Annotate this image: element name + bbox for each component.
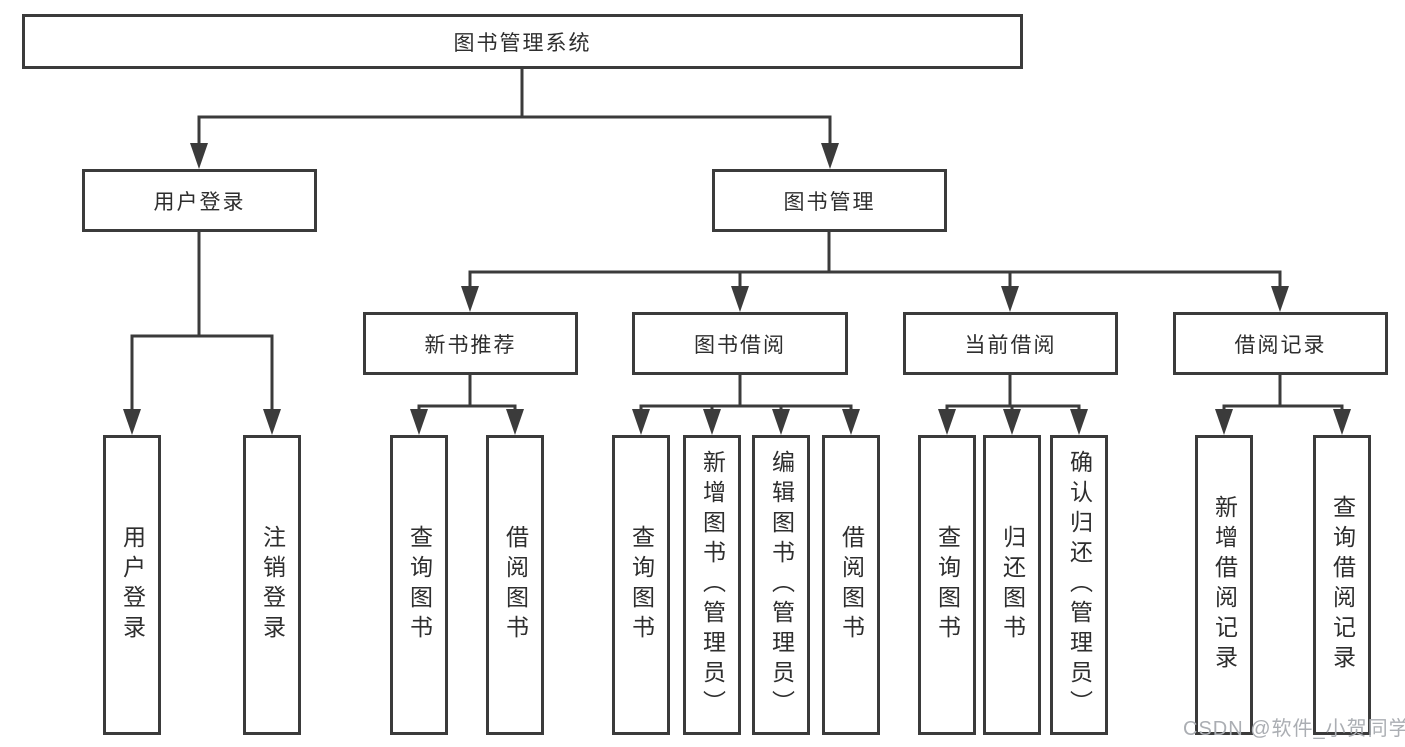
node-label: 查询借阅记录: [1329, 495, 1356, 675]
leaf-add-book-admin: 新增图书（管理员）: [683, 435, 741, 735]
leaf-user-login: 用户登录: [103, 435, 161, 735]
node-label: 编辑图书（管理员）: [768, 450, 795, 720]
node-label: 新增借阅记录: [1211, 495, 1238, 675]
node-borrowing-records: 借阅记录: [1173, 312, 1388, 375]
leaf-add-borrow-record: 新增借阅记录: [1195, 435, 1253, 735]
node-book-management: 图书管理: [712, 169, 947, 232]
leaf-query-books-current: 查询图书: [918, 435, 976, 735]
leaf-query-books-recommend: 查询图书: [390, 435, 448, 735]
node-label: 归还图书: [999, 525, 1026, 645]
leaf-return-books: 归还图书: [983, 435, 1041, 735]
arrowheads: [123, 143, 1351, 435]
node-label: 查询图书: [934, 525, 961, 645]
leaf-query-books-borrow: 查询图书: [612, 435, 670, 735]
node-library-management-system: 图书管理系统: [22, 14, 1023, 69]
leaf-borrow-books: 借阅图书: [822, 435, 880, 735]
node-label: 图书管理系统: [453, 31, 592, 55]
csdn-watermark: CSDN @软件_小贺同学: [1183, 718, 1405, 740]
leaf-logout: 注销登录: [243, 435, 301, 735]
node-label: 借阅图书: [838, 525, 865, 645]
node-book-borrowing: 图书借阅: [632, 312, 848, 375]
node-label: 注销登录: [259, 525, 286, 645]
node-label: 查询图书: [406, 525, 433, 645]
node-label: 图书管理: [783, 190, 876, 214]
node-label: 新增图书（管理员）: [699, 450, 726, 720]
node-label: 查询图书: [628, 525, 655, 645]
node-label: 确认归还（管理员）: [1066, 450, 1093, 720]
leaf-confirm-return-admin: 确认归还（管理员）: [1050, 435, 1108, 735]
node-label: 当前借阅: [964, 333, 1057, 357]
node-label: 用户登录: [153, 190, 246, 214]
node-label: 用户登录: [119, 525, 146, 645]
leaf-edit-book-admin: 编辑图书（管理员）: [752, 435, 810, 735]
node-user-login: 用户登录: [82, 169, 317, 232]
node-label: 借阅图书: [502, 525, 529, 645]
node-label: 新书推荐: [424, 333, 517, 357]
node-label: 图书借阅: [694, 333, 786, 357]
leaf-borrow-books-recommend: 借阅图书: [486, 435, 544, 735]
node-current-borrowing: 当前借阅: [903, 312, 1118, 375]
node-new-book-recommendation: 新书推荐: [363, 312, 578, 375]
node-label: 借阅记录: [1234, 333, 1327, 357]
leaf-query-borrow-record: 查询借阅记录: [1313, 435, 1371, 735]
